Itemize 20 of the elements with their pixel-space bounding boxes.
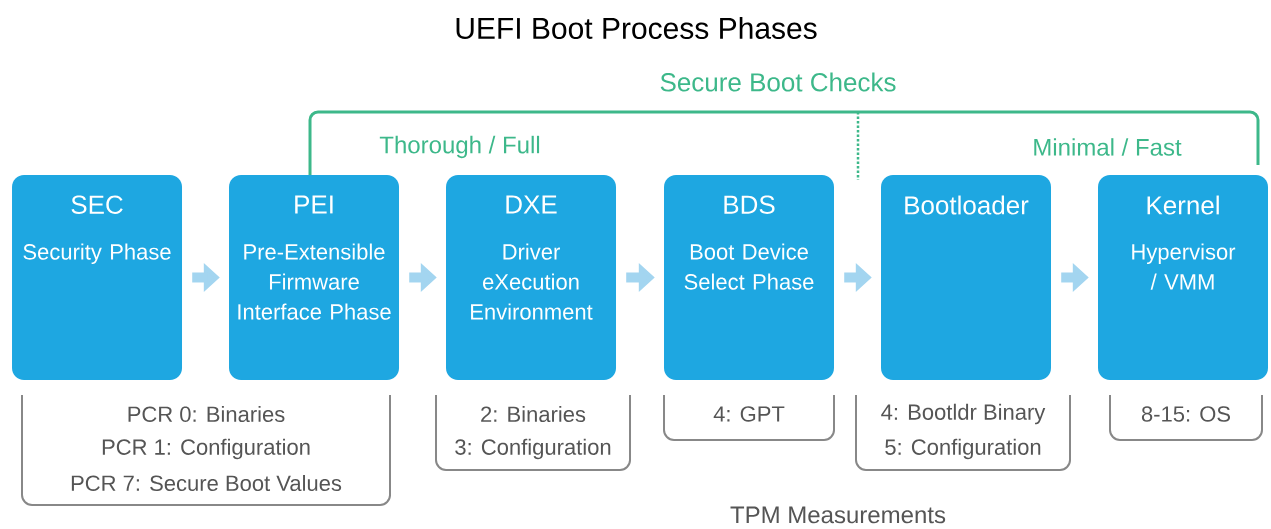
measurement-label: 5: Configuration: [885, 438, 1041, 460]
section-label: Secure Boot Checks: [660, 72, 896, 92]
measurement-label: PCR 1: Configuration: [102, 438, 310, 460]
measurement-label: PCR 7: Secure Boot Values: [71, 474, 342, 492]
measurement-label: 3: Configuration: [455, 438, 611, 460]
measurement-label: 4: Bootldr Binary: [881, 403, 1046, 425]
caption: TPM Measurements: [730, 506, 946, 524]
phase-box: SEC Security Phase: [12, 175, 182, 380]
measurement-label: PCR 0: Binaries: [128, 405, 285, 423]
phase-box: Kernel Hypervisor / VMM: [1098, 175, 1268, 380]
measurement-label: 2: Binaries: [481, 405, 586, 423]
phase-box: BDS Boot Device Select Phase: [664, 175, 834, 380]
phase-box: DXE Driver eXecution Environment: [446, 175, 616, 380]
section-label: Minimal / Fast: [1034, 138, 1182, 156]
phase-box: PEI Pre-Extensible Firmware Interface Phase: [229, 175, 399, 380]
phase-box: Bootloader: [881, 175, 1051, 380]
measurement-label: 4: GPT: [713, 406, 785, 422]
title: UEFI Boot Process Phases: [456, 16, 817, 39]
measurement-label: 8-15: OS: [1141, 406, 1230, 422]
section-label: Thorough / Full: [379, 135, 540, 159]
